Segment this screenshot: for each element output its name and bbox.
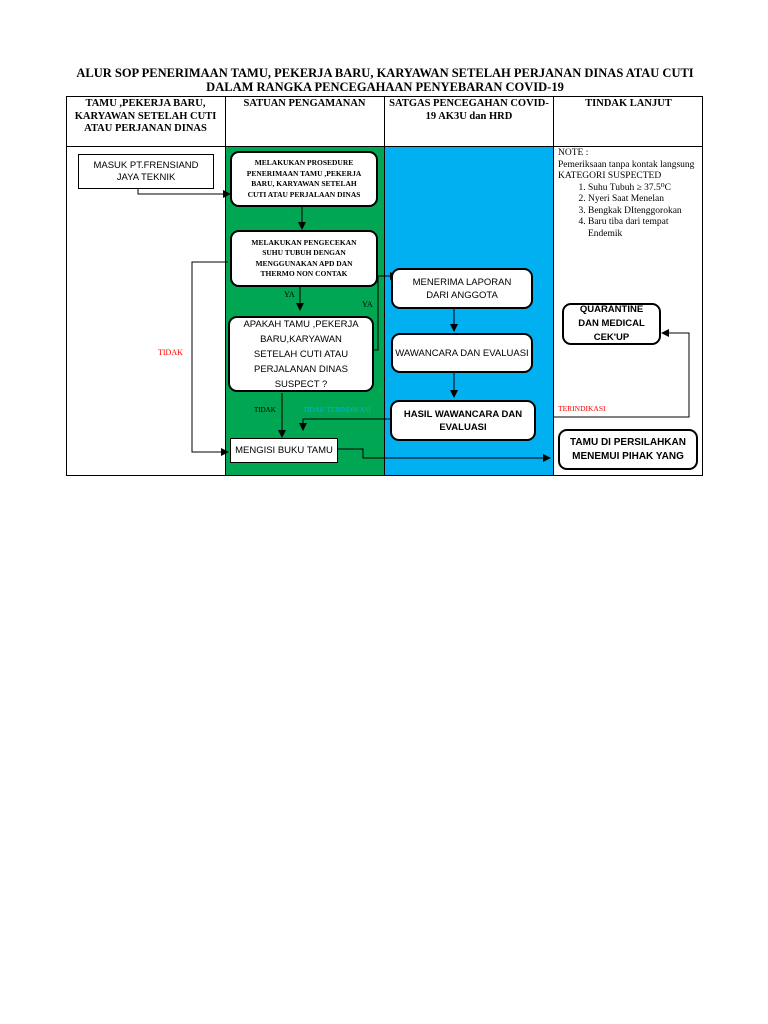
note-heading: NOTE : [558, 148, 589, 158]
suspect-criteria-list: Suhu Tubuh ≥ 37.5⁰C Nyeri Saat Menelan B… [558, 183, 703, 241]
apakah-suspect-box: APAKAH TAMU ,PEKERJA BARU,KARYAWAN SETEL… [228, 316, 374, 392]
note-line-2: KATEGORI SUSPECTED [558, 171, 662, 181]
suspect-criteria-item: Bengkak DItenggorokan [588, 206, 703, 218]
persilahkan-box: TAMU DI PERSILAHKAN MENEMUI PIHAK YANG [558, 429, 698, 470]
mengisi-buku-tamu-box: MENGISI BUKU TAMU [230, 438, 338, 463]
note-line-1: Pemeriksaan tanpa kontak langsung [558, 159, 695, 170]
header-divider [66, 146, 703, 147]
ya-label: YA [362, 300, 373, 309]
masuk-box: MASUK PT.FRENSIAND JAYA TEKNIK [78, 154, 214, 189]
wawancara-box: WAWANCARA DAN EVALUASI [391, 333, 533, 373]
column-divider [553, 96, 554, 476]
ya-label: YA [284, 290, 295, 299]
column-divider [384, 96, 385, 476]
suspect-criteria-item: Baru tiba dari tempat Endemik [588, 217, 703, 240]
tidak-red-label: TIDAK [158, 348, 183, 357]
tidak-label: TIDAK [254, 406, 276, 414]
prosedure-box: MELAKUKAN PROSEDURE PENERIMAAN TAMU ,PEK… [230, 151, 378, 207]
quarantine-box: QUARANTINE DAN MEDICAL CEK'UP [562, 303, 661, 345]
column-header-tindak-lanjut: TINDAK LANJUT [585, 98, 672, 109]
arrow-hasil-tidak-terindikasi [299, 418, 390, 431]
menerima-laporan-box: MENERIMA LAPORAN DARI ANGGOTA [391, 268, 533, 309]
hasil-wawancara-box: HASIL WAWANCARA DAN EVALUASI [390, 400, 536, 441]
arrow-terindikasi-to-quarantine [553, 329, 690, 418]
terindikasi-label: TERINDIKASI [558, 404, 606, 413]
tidak-terindikasi-label: TIDAK TERINDIKASI [303, 406, 371, 414]
column-divider [225, 96, 226, 476]
column-header-tamu: TAMU ,PEKERJA BARU, KARYAWAN SETELAH CUT… [74, 98, 217, 134]
suspect-criteria-item: Suhu Tubuh ≥ 37.5⁰C [588, 183, 703, 195]
note-block: NOTE : Pemeriksaan tanpa kontak langsung… [558, 148, 703, 240]
column-header-satpam: SATUAN PENGAMANAN [243, 98, 366, 109]
title-line-1: ALUR SOP PENERIMAAN TAMU, PEKERJA BARU, … [76, 66, 694, 80]
arrow-ya-to-menerima [373, 272, 398, 351]
column-header-satgas: SATGAS PENCEGAHAN COVID-19 AK3U dan HRD [389, 98, 549, 122]
arrow-mengisi-to-persilahkan [338, 448, 551, 462]
suspect-criteria-item: Nyeri Saat Menelan [588, 194, 703, 206]
arrow-tidak-loop-to-mengisi [191, 261, 229, 456]
title-line-2: DALAM RANGKA PENCEGAHAAN PENYEBARAN COVI… [206, 80, 564, 94]
pengecekan-box: MELAKUKAN PENGECEKAN SUHU TUBUH DENGAN M… [230, 230, 378, 287]
page-title: ALUR SOP PENERIMAAN TAMU, PEKERJA BARU, … [60, 66, 710, 94]
